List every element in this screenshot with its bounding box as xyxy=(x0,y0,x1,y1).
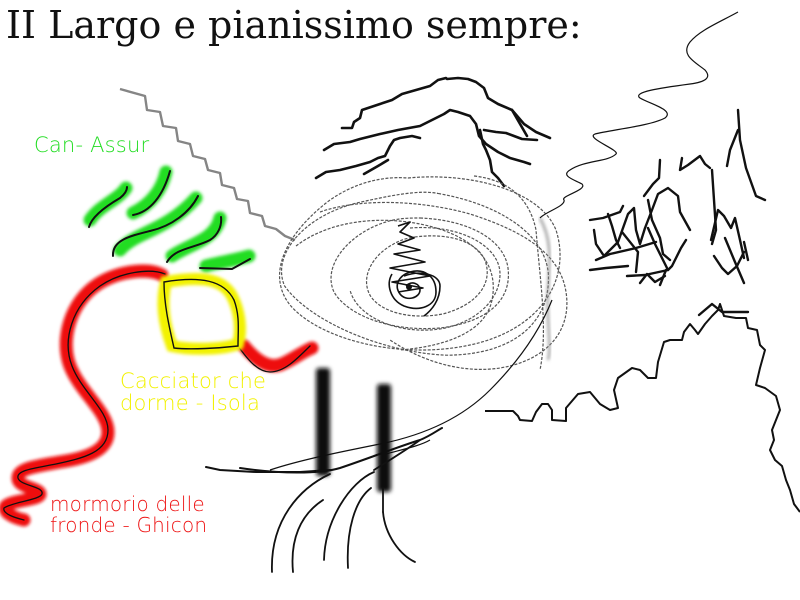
spiral-outer-loop xyxy=(539,217,551,361)
page-title: II Largo e pianissimo sempre: xyxy=(6,3,582,47)
spiral-concentric-loops xyxy=(279,175,568,371)
label-cacciator-che-dorme: Cacciator che dorme - Isola xyxy=(120,369,267,416)
label-can-assur: Can- Assur xyxy=(34,133,150,157)
spiral-center xyxy=(388,221,441,317)
red-river-curve xyxy=(0,264,319,527)
green-strokes-can-assur xyxy=(83,165,256,273)
grey-zigzag-diagonal xyxy=(119,87,296,242)
forest-scribbles xyxy=(588,108,767,317)
mountain-ridge-lines xyxy=(314,76,552,188)
wavy-line-top-right xyxy=(539,11,739,219)
ground-line xyxy=(205,427,443,474)
twin-black-pillars xyxy=(316,368,391,492)
label-mormorio-delle-fronde: mormorio delle fronde - Ghicon xyxy=(50,492,208,537)
yellow-island-loop xyxy=(157,272,246,355)
sweeping-curve xyxy=(269,299,553,471)
root-lines-bottom xyxy=(271,439,421,573)
jagged-hill-outline xyxy=(485,303,800,513)
